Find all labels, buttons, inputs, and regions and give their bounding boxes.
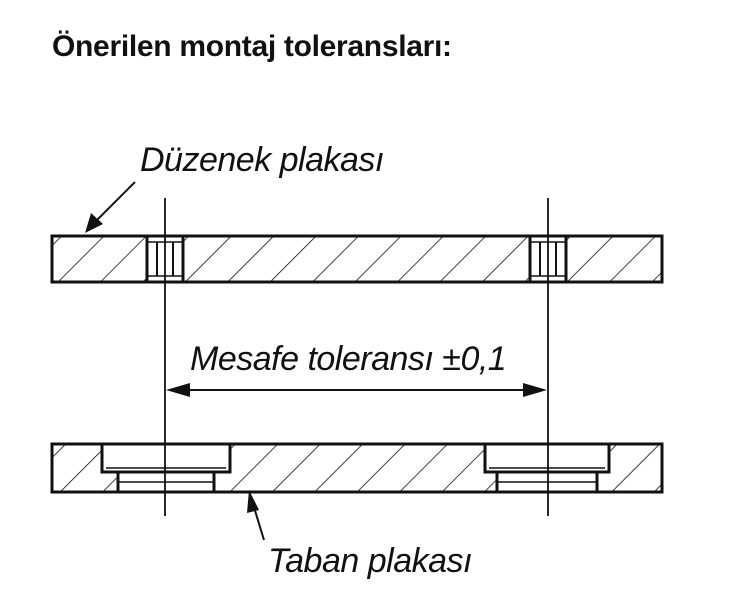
diagram-title: Önerilen montaj toleransları: <box>52 30 452 63</box>
center-lines <box>164 198 549 516</box>
upper-plate <box>50 234 664 284</box>
lower-plate-left-counterbore <box>100 442 232 494</box>
lower-plate-right-counterbore <box>483 442 611 494</box>
upper-plate-leader <box>85 181 136 233</box>
dimension-arrow <box>166 383 547 397</box>
lower-plate-leader <box>247 490 265 541</box>
lower-plate-label: Taban plakası <box>268 542 472 580</box>
lower-plate <box>50 442 664 494</box>
distance-tolerance-label: Mesafe toleransı ±0,1 <box>190 340 507 378</box>
upper-plate-label: Düzenek plakası <box>140 141 384 179</box>
